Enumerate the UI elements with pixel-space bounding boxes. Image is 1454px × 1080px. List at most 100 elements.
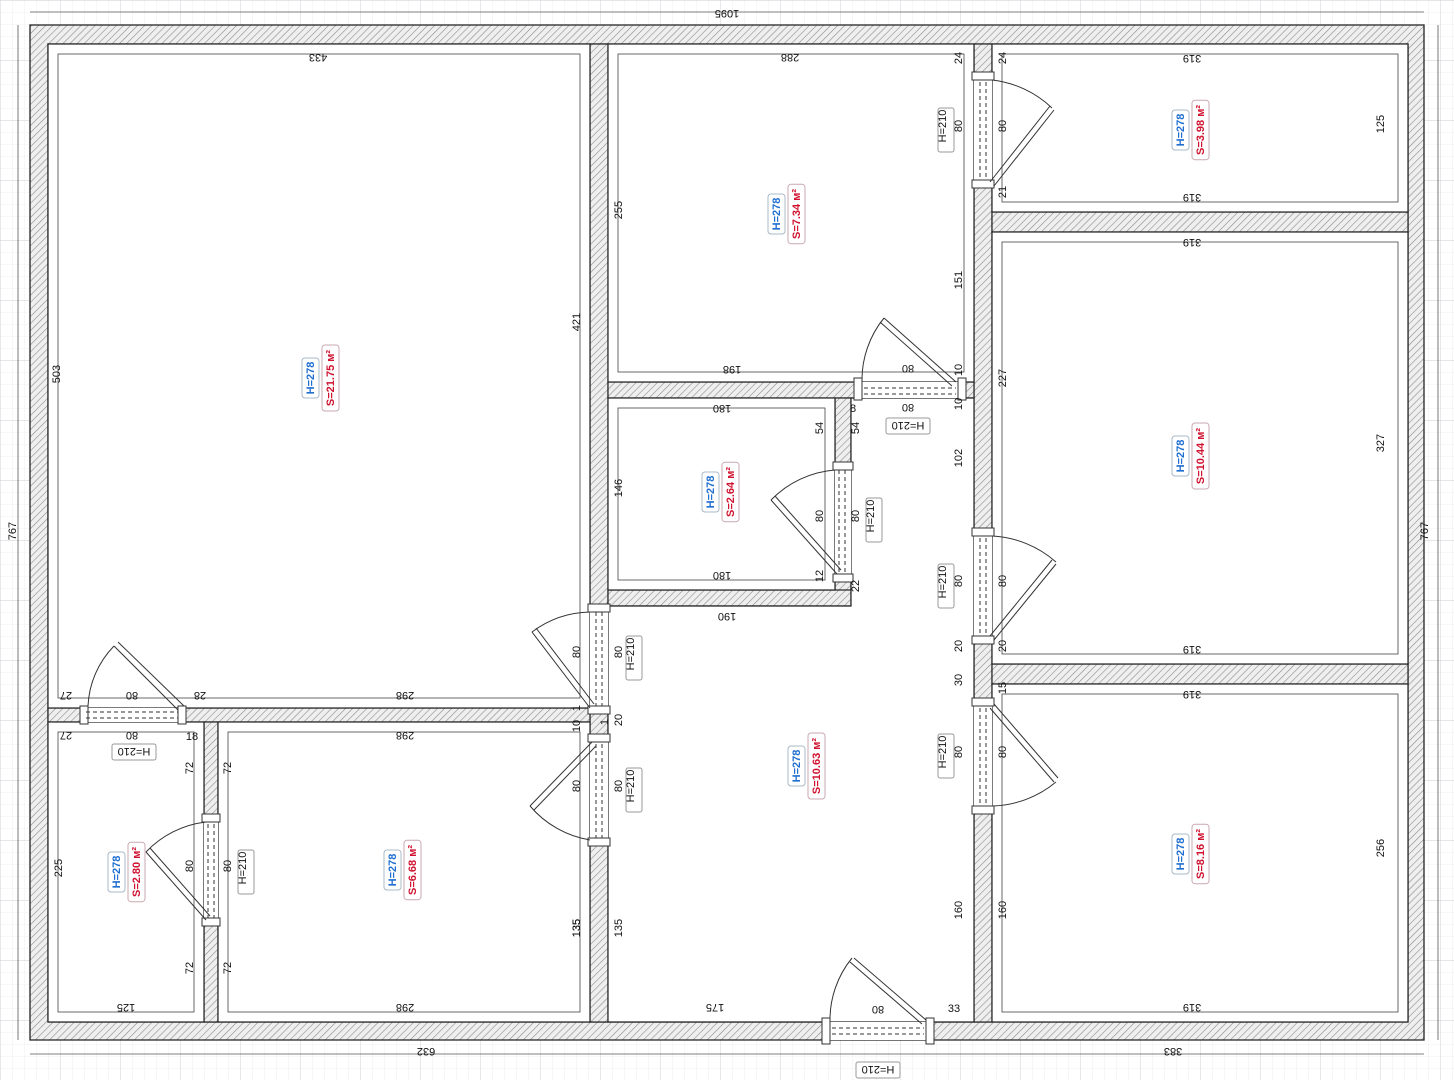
dim: 225 (53, 859, 65, 877)
door-height: H=210 (865, 500, 877, 533)
dim: 319 (1183, 1001, 1201, 1013)
room-area: S=21.75 м² (325, 350, 337, 406)
dim-overall-right: 767 (1419, 522, 1431, 540)
dim: 54 (850, 422, 862, 434)
dim: 80 (571, 646, 583, 658)
door-swings (79, 71, 1059, 1045)
dim: 102 (953, 449, 965, 467)
room-label-4: H=278 S=2.64 м² (701, 461, 740, 523)
door-height: H=210 (237, 852, 249, 885)
dim: 135 (571, 919, 583, 937)
dim: 125 (1375, 115, 1387, 133)
dim: 227 (997, 369, 1009, 387)
dim: 80 (126, 689, 138, 701)
door-label-9: H=210 (937, 733, 955, 779)
room-area: S=10.44 м² (1195, 428, 1207, 484)
dim: 80 (997, 575, 1009, 587)
room-label-8: H=278 S=6.68 м² (383, 839, 422, 901)
dim: 18 (186, 731, 198, 743)
dim: 21 (997, 186, 1009, 198)
dim: 80 (953, 575, 965, 587)
door-label-6: H=210 80 (885, 401, 931, 435)
dim: 72 (222, 762, 234, 774)
room-area: S=10.63 м² (811, 738, 823, 794)
dim: 10 (953, 398, 965, 410)
dim: 20 (953, 640, 965, 652)
door-label-1: H=210 80 (111, 729, 157, 761)
dim: 198 (723, 363, 741, 375)
dim: 1 (571, 705, 583, 711)
room-height: H=278 (771, 198, 783, 231)
door-height: H=210 (625, 770, 637, 803)
dim: 33 (948, 1003, 960, 1015)
door-width: 80 (902, 401, 914, 413)
dim: 421 (571, 313, 583, 331)
door-label-5: H=210 (937, 107, 955, 153)
dim: 327 (1375, 434, 1387, 452)
dim: 80 (953, 746, 965, 758)
dim: 80 (953, 120, 965, 132)
dim: 72 (184, 962, 196, 974)
dim: 72 (184, 762, 196, 774)
dim: 28 (194, 689, 206, 701)
door-height: H=210 (937, 736, 949, 769)
dim: 20 (997, 640, 1009, 652)
dim: 319 (1183, 643, 1201, 655)
door-width: 80 (872, 1003, 884, 1015)
dim: 135 (613, 919, 625, 937)
dim: 80 (997, 120, 1009, 132)
room-dimensions: 433 503 421 288 255 198 80 151 24 319 31… (51, 51, 1387, 1015)
door-height: H=210 (862, 1063, 895, 1075)
door-height: H=210 (937, 110, 949, 143)
dim: 180 (713, 402, 731, 414)
room-height: H=278 (705, 476, 717, 509)
room-7 (47, 721, 205, 1023)
dim: 151 (953, 271, 965, 289)
dim: 288 (781, 51, 799, 63)
dim: 160 (997, 901, 1009, 919)
room-6-hall (607, 397, 975, 1023)
dim-overall-bottom-left: 632 (417, 1045, 435, 1057)
dim: 20 (613, 714, 625, 726)
dim: 503 (51, 365, 63, 383)
inner-outline (57, 53, 1399, 1013)
dim: 27 (60, 729, 72, 741)
dim: 298 (396, 689, 414, 701)
door-label-10: H=210 80 (855, 1003, 901, 1079)
room-height: H=278 (387, 854, 399, 887)
dim: 125 (117, 1001, 135, 1013)
dim: 319 (1183, 191, 1201, 203)
room-area: S=2.80 м² (131, 847, 143, 897)
dim: 80 (997, 746, 1009, 758)
door-label-7: H=210 (865, 497, 883, 543)
room-area: S=2.64 м² (725, 467, 737, 517)
dim: 72 (222, 962, 234, 974)
door-height: H=210 (118, 745, 151, 757)
dim: 80 (613, 780, 625, 792)
room-area: S=6.68 м² (407, 845, 419, 895)
room-height: H=278 (111, 856, 123, 889)
door-label-4: H=210 (237, 849, 255, 895)
dim: 190 (718, 610, 736, 622)
dim: 319 (1183, 688, 1201, 700)
dim: 298 (396, 729, 414, 741)
dim: 255 (613, 201, 625, 219)
dim: 146 (613, 479, 625, 497)
door-height: H=210 (625, 638, 637, 671)
dim: 180 (713, 569, 731, 581)
room-area: S=8.16 м² (1195, 829, 1207, 879)
dim: 22 (850, 580, 862, 592)
dimension-lines (17, 11, 1439, 1055)
dim: 80 (814, 510, 826, 522)
doors (84, 80, 992, 1040)
door-width: 80 (126, 729, 138, 741)
dim: 160 (953, 901, 965, 919)
door-label-2: H=210 (625, 635, 643, 681)
dim: 433 (309, 51, 327, 63)
